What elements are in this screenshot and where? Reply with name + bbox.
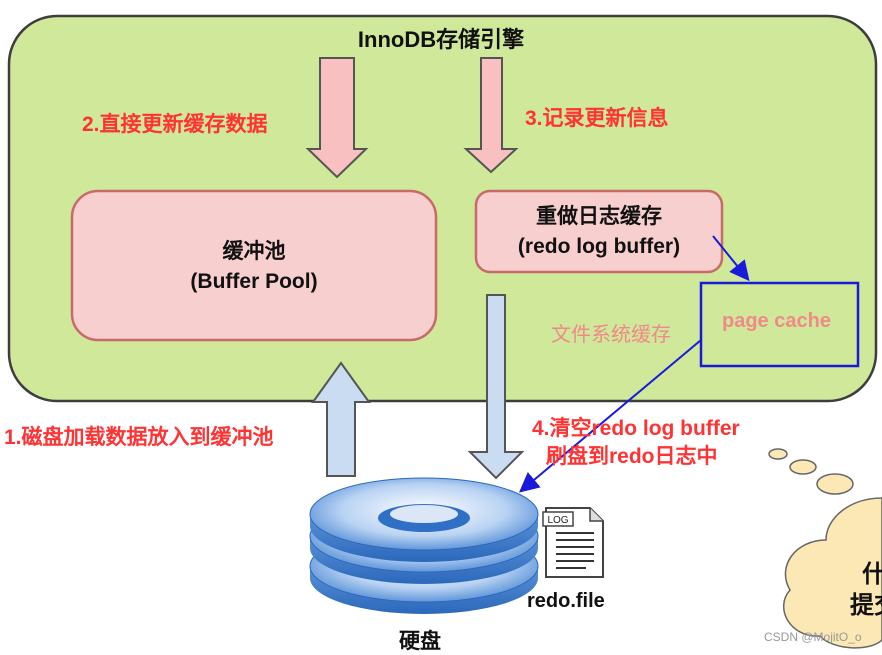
arrow-record-update: [463, 57, 519, 174]
step-2-label: 2.直接更新缓存数据: [82, 113, 268, 136]
disk-icon: [309, 477, 539, 614]
cloud-text-line2: 提交: [850, 592, 882, 619]
filesystem-cache-label: 文件系统缓存: [551, 322, 671, 346]
credit-watermark: CSDN @MojitO_o: [764, 630, 862, 644]
buffer-pool-subtitle: (Buffer Pool): [190, 270, 318, 293]
redo-buffer-title: 重做日志缓存: [536, 205, 662, 228]
engine-title: InnoDB存储引擎: [357, 27, 525, 52]
arrow-load-from-disk: [311, 361, 371, 477]
redo-buffer-subtitle: (redo log buffer): [517, 235, 681, 258]
disk-label: 硬盘: [399, 630, 441, 653]
cloud-text-line1: 什: [862, 561, 882, 588]
arrow-flush-to-disk: [467, 294, 525, 480]
step-1-label: 1.磁盘加载数据放入到缓冲池: [4, 426, 274, 449]
buffer-pool-box: [70, 189, 438, 342]
thought-cloud: [768, 448, 882, 649]
page-cache-box: [699, 281, 860, 368]
step-4-label-line2: 刷盘到redo日志中: [546, 445, 718, 468]
step-3-label: 3.记录更新信息: [525, 107, 669, 130]
step-4-label-line1: 4.清空redo log buffer: [532, 417, 740, 440]
page-cache-label: page cache: [722, 310, 831, 332]
arrow-update-cache: [305, 57, 369, 179]
buffer-pool-title: 缓冲池: [222, 240, 286, 263]
arrow-page-cache-to-disk: [518, 339, 702, 493]
log-file-tag: LOG: [547, 515, 568, 526]
log-file-icon: LOG: [542, 507, 604, 578]
redo-log-buffer-box: [474, 189, 724, 274]
arrow-buffer-to-page-cache: [712, 235, 750, 282]
redo-file-label: redo.file: [527, 590, 605, 612]
